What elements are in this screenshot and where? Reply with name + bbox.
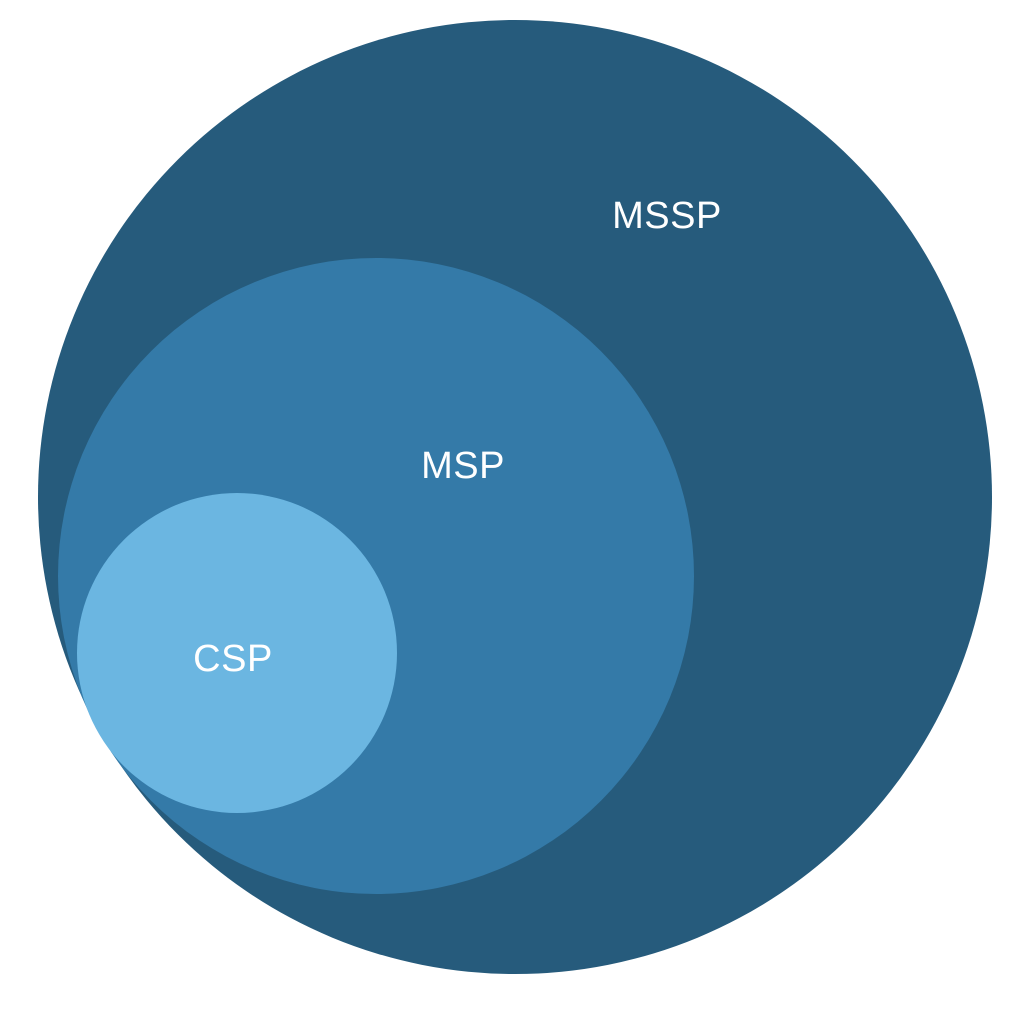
label-csp: CSP <box>193 638 273 680</box>
circle-csp <box>77 493 397 813</box>
label-msp: MSP <box>421 445 505 487</box>
label-mssp: MSSP <box>612 195 722 237</box>
